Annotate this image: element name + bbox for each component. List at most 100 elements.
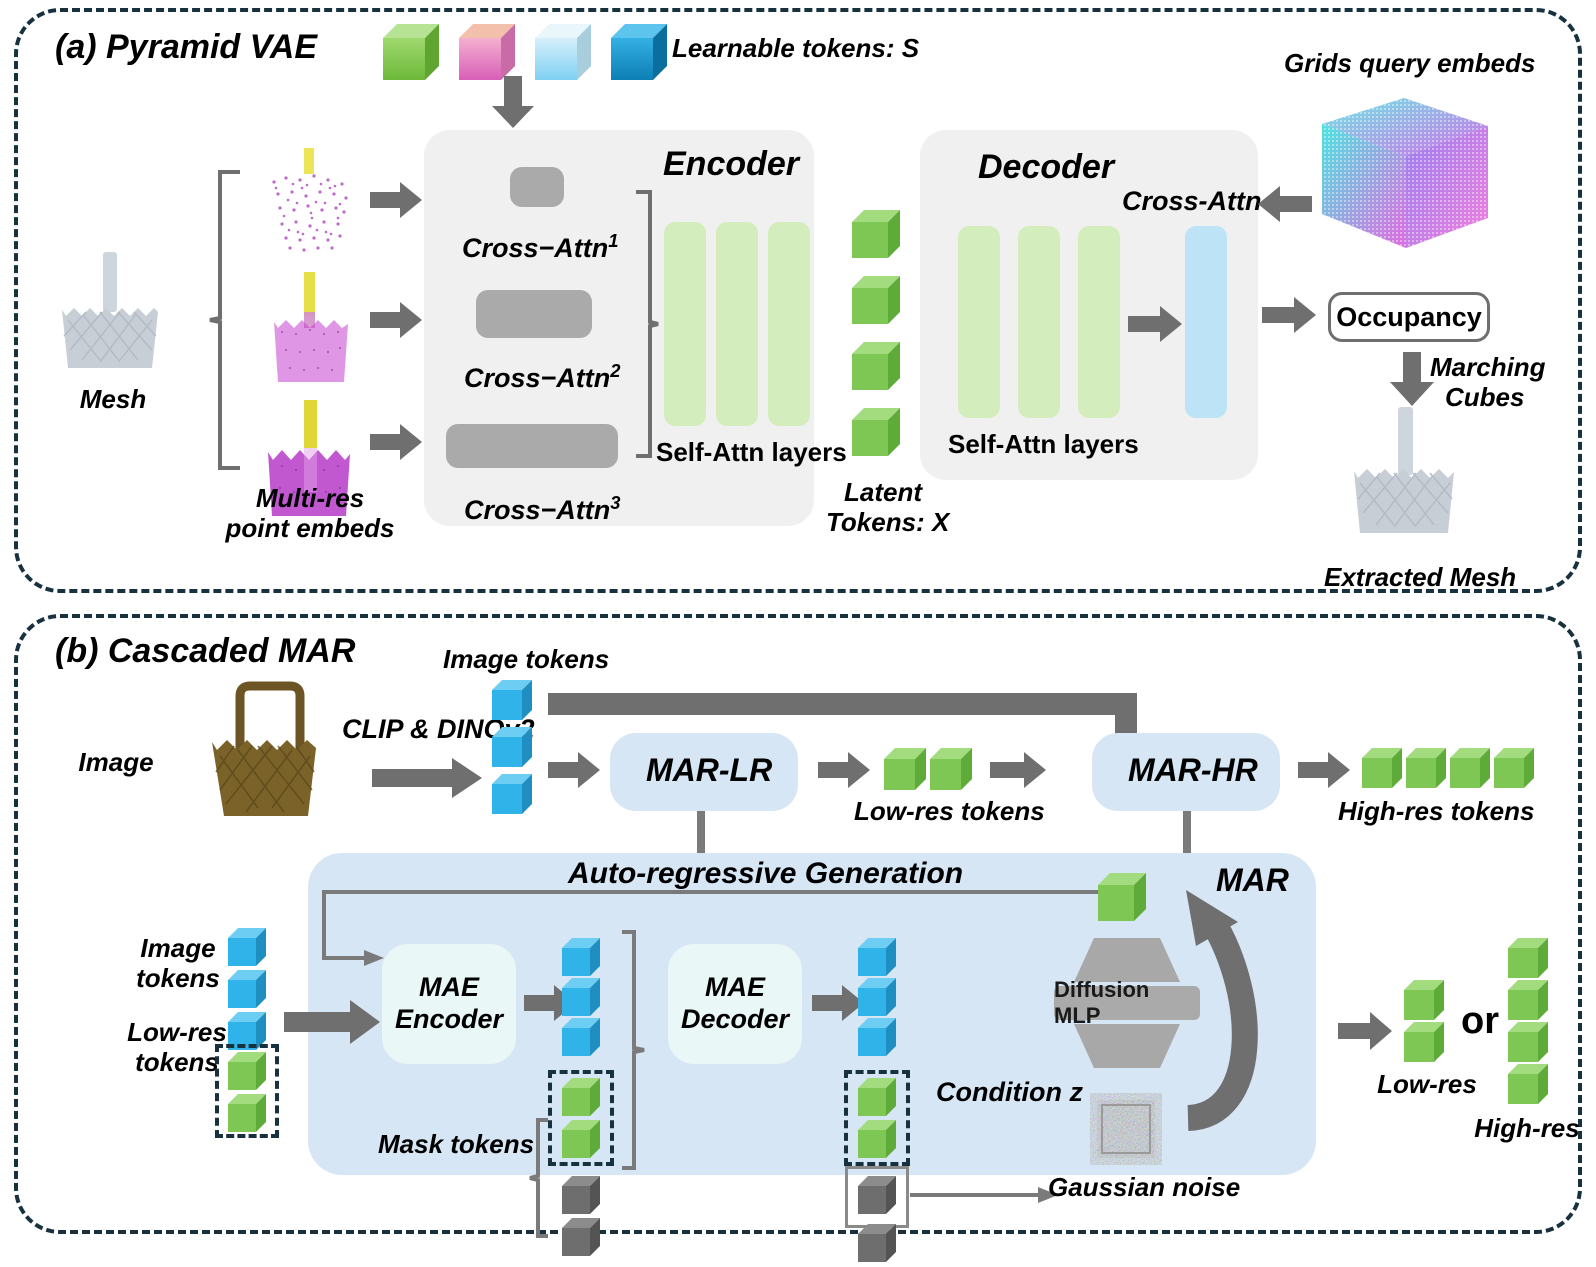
mask-tokens-bracket bbox=[528, 1118, 550, 1238]
side-image-token-2 bbox=[228, 970, 266, 1008]
tokens-to-mae-encoder-arrow bbox=[284, 1000, 380, 1044]
out-low-res-token-1 bbox=[858, 1078, 896, 1116]
mid-low-res-token-2 bbox=[562, 1120, 600, 1158]
high-res-token-top-3 bbox=[1450, 748, 1490, 788]
or-label: or bbox=[1461, 1000, 1499, 1042]
panel-cascaded-mar bbox=[14, 614, 1582, 1234]
low-res-token-top-2 bbox=[930, 748, 972, 790]
latent-token-4 bbox=[852, 408, 900, 456]
marhr-down-connector bbox=[1183, 811, 1191, 855]
encoder-selfattn-layer-2 bbox=[716, 222, 758, 426]
legend-cube-green bbox=[383, 24, 439, 80]
image-tokens-side-label-line2: tokens bbox=[136, 963, 220, 993]
mar-lr-label: MAR-LR bbox=[646, 752, 773, 788]
mid-mask-token-1 bbox=[562, 1176, 600, 1214]
to-marhr-arrow bbox=[990, 752, 1046, 788]
mar-hr-label: MAR-HR bbox=[1128, 752, 1258, 788]
image-tokens-side-label-line1: Image bbox=[140, 933, 216, 963]
point-cloud-low bbox=[252, 148, 368, 260]
low-res-tokens-side-label-line1: Low-res bbox=[127, 1017, 227, 1047]
diffusion-mlp-label: Diffusion MLP bbox=[1054, 977, 1150, 1028]
output-low-res-token-1 bbox=[1404, 980, 1444, 1020]
mae-decoder-out-arrow bbox=[812, 985, 864, 1021]
panel-b-title: (b) Cascaded MAR bbox=[55, 632, 356, 670]
mae-decoder-box[interactable] bbox=[668, 944, 802, 1064]
mid-image-token-2 bbox=[562, 978, 600, 1016]
mask-tokens-label: Mask tokens bbox=[378, 1129, 535, 1159]
low-res-tokens-side-dashbox bbox=[215, 1044, 279, 1138]
image-tokens-top-label: Image tokens bbox=[443, 644, 610, 674]
high-res-token-top-4 bbox=[1494, 748, 1534, 788]
decoder-selfattn-label: Self-Attn layers bbox=[948, 429, 1139, 459]
out-low-res-dashbox bbox=[844, 1070, 910, 1166]
occupancy-box[interactable]: Occupancy bbox=[1328, 292, 1490, 342]
mae-encoder-box[interactable] bbox=[382, 944, 516, 1064]
marhr-out-arrow bbox=[1298, 752, 1350, 788]
output-low-res-label: Low-res bbox=[1377, 1069, 1477, 1099]
out-image-token-1 bbox=[858, 938, 896, 976]
condition-z-label: Condition z bbox=[936, 1077, 1083, 1107]
marching-cubes-arrow bbox=[1390, 352, 1434, 406]
encoder-title: Encoder bbox=[663, 145, 800, 183]
condition-z-arrow bbox=[910, 1185, 1058, 1205]
extracted-mesh-image bbox=[1330, 405, 1480, 555]
out-mask-token-2 bbox=[858, 1224, 896, 1262]
grids-query-label: Grids query embeds bbox=[1284, 48, 1536, 78]
mae-decoder-label-line2: Decoder bbox=[680, 1004, 790, 1034]
encoder-selfattn-layer-1 bbox=[664, 222, 706, 426]
legend-cube-pink bbox=[459, 24, 515, 80]
input-image bbox=[188, 676, 348, 831]
out-low-res-token-2 bbox=[858, 1120, 896, 1158]
out-mask-token-1 bbox=[858, 1176, 896, 1214]
input-arrow-1 bbox=[370, 182, 422, 218]
mar-label: MAR bbox=[1216, 862, 1289, 898]
panel-pyramid-vae bbox=[14, 8, 1582, 593]
cross-attn-1-text: Cross−Attn bbox=[462, 233, 609, 263]
marching-cubes-label-line2: Cubes bbox=[1445, 382, 1525, 412]
marching-cubes-label-line1: Marching bbox=[1430, 352, 1546, 382]
mae-encoder-label-line2: Encoder bbox=[394, 1004, 504, 1034]
legend-down-arrow bbox=[492, 76, 534, 128]
low-res-tokens-top-label: Low-res tokens bbox=[854, 796, 1045, 826]
diffusion-mlp-shape-top bbox=[1074, 938, 1180, 982]
grids-to-decoder-arrow bbox=[1258, 186, 1312, 222]
diffusion-loop-arrow bbox=[1150, 880, 1280, 1140]
cross-attn-2-sup: 2 bbox=[610, 360, 621, 381]
cross-attn-2-text: Cross−Attn bbox=[464, 363, 611, 393]
decoder-selfattn-layer-2 bbox=[1018, 226, 1060, 418]
output-high-res-token-2 bbox=[1508, 980, 1548, 1020]
cross-attn-2-block bbox=[476, 290, 592, 338]
mar-hr-box[interactable] bbox=[1092, 733, 1280, 811]
high-res-token-top-2 bbox=[1406, 748, 1446, 788]
cross-attn-1-block bbox=[510, 167, 564, 207]
out-image-token-3 bbox=[858, 1018, 896, 1056]
cross-attn-3-sup: 3 bbox=[610, 492, 621, 513]
output-low-res-token-2 bbox=[1404, 1022, 1444, 1062]
grids-query-cube-image bbox=[1320, 92, 1490, 252]
high-res-tokens-top-label: High-res tokens bbox=[1338, 796, 1535, 826]
cross-attn-1-sup: 1 bbox=[608, 230, 619, 251]
diffusion-mlp-box: Diffusion MLP bbox=[1054, 977, 1200, 1028]
decoder-to-occupancy-arrow bbox=[1262, 297, 1316, 333]
mar-lr-box[interactable] bbox=[610, 733, 798, 811]
decoder-to-crossattn-arrow bbox=[1128, 306, 1182, 342]
marlr-down-connector bbox=[697, 811, 705, 855]
decoder-selfattn-layer-1 bbox=[958, 226, 1000, 418]
feedback-loop-line bbox=[316, 888, 1116, 972]
low-res-token-top-1 bbox=[884, 748, 926, 790]
mid-low-res-token-1 bbox=[562, 1078, 600, 1116]
multires-label-line1: Multi-res bbox=[255, 483, 365, 513]
side-image-token-3 bbox=[228, 1012, 266, 1050]
input-arrow-2 bbox=[370, 302, 422, 338]
point-cloud-mid bbox=[252, 272, 368, 392]
mid-low-res-dashbox bbox=[548, 1070, 614, 1166]
decoder-title: Decoder bbox=[978, 148, 1115, 186]
diffusion-output-token bbox=[1098, 873, 1146, 921]
encoder-selfattn-label: Self-Attn layers bbox=[656, 437, 847, 467]
image-token-top-3 bbox=[492, 774, 532, 814]
auto-regressive-label: Auto-regressive Generation bbox=[568, 857, 964, 890]
gaussian-noise-image bbox=[1090, 1093, 1162, 1165]
input-arrow-3 bbox=[370, 424, 422, 460]
diffusion-mlp-shape-bottom bbox=[1074, 1024, 1180, 1068]
output-high-res-token-1 bbox=[1508, 938, 1548, 978]
